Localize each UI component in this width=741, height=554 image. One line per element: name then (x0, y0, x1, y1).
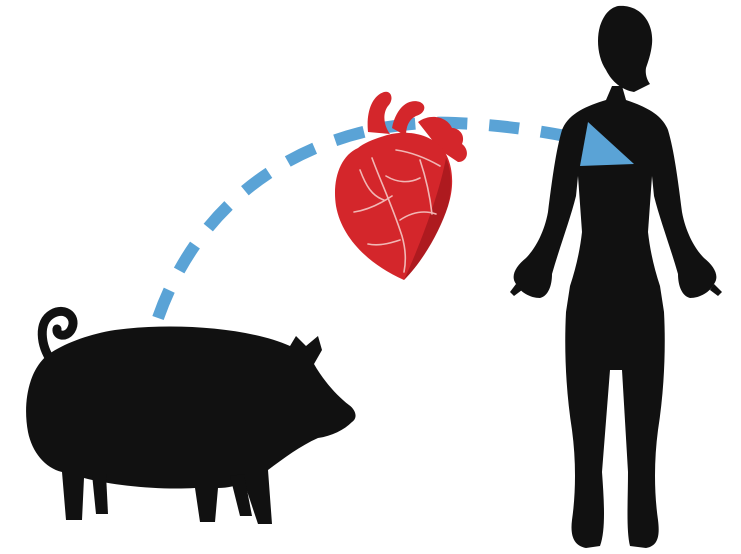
pig-silhouette-icon (26, 311, 355, 524)
human-silhouette-icon (510, 6, 722, 548)
